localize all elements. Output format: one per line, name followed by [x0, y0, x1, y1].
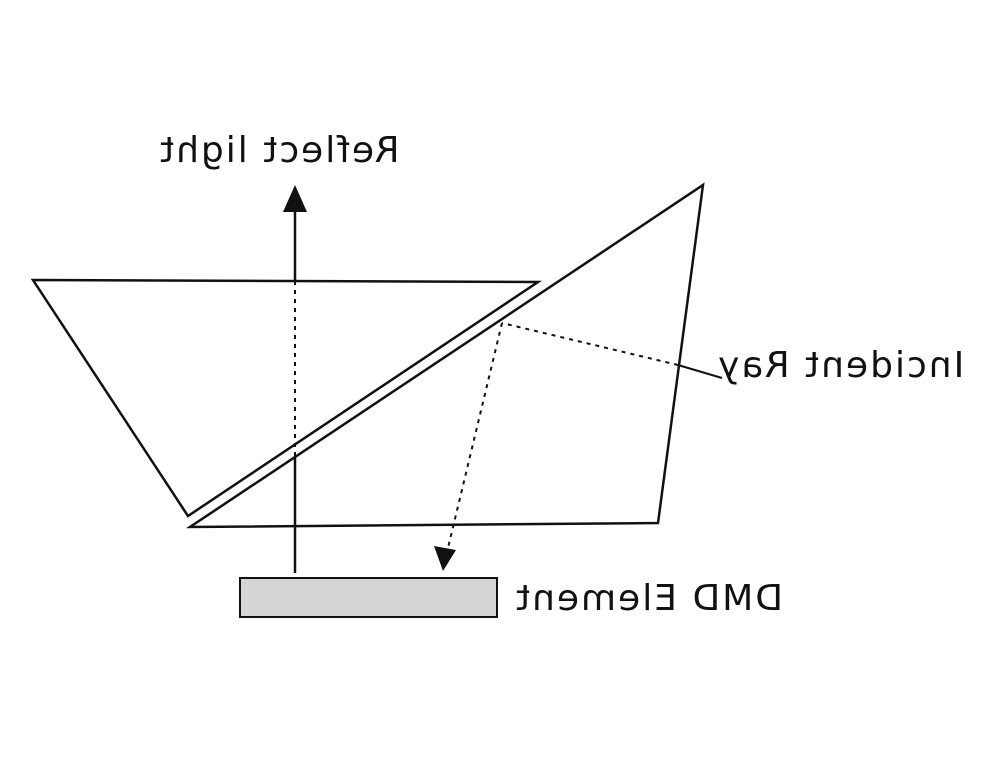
reflect-arrow-icon [283, 185, 307, 212]
dmd-element-label: DMD Element [514, 578, 783, 619]
dmd-element [239, 577, 498, 618]
right-prism [185, 182, 705, 529]
left-prism [30, 278, 543, 518]
incident-leader-line [677, 364, 723, 379]
incident-ray-dotted [501, 322, 679, 366]
reflect-light-label: Reflect light [158, 130, 400, 171]
incident-ray-label: Incident Ray [716, 345, 965, 386]
incident-arrow-icon [434, 546, 456, 571]
incident-ray-down [447, 322, 503, 549]
